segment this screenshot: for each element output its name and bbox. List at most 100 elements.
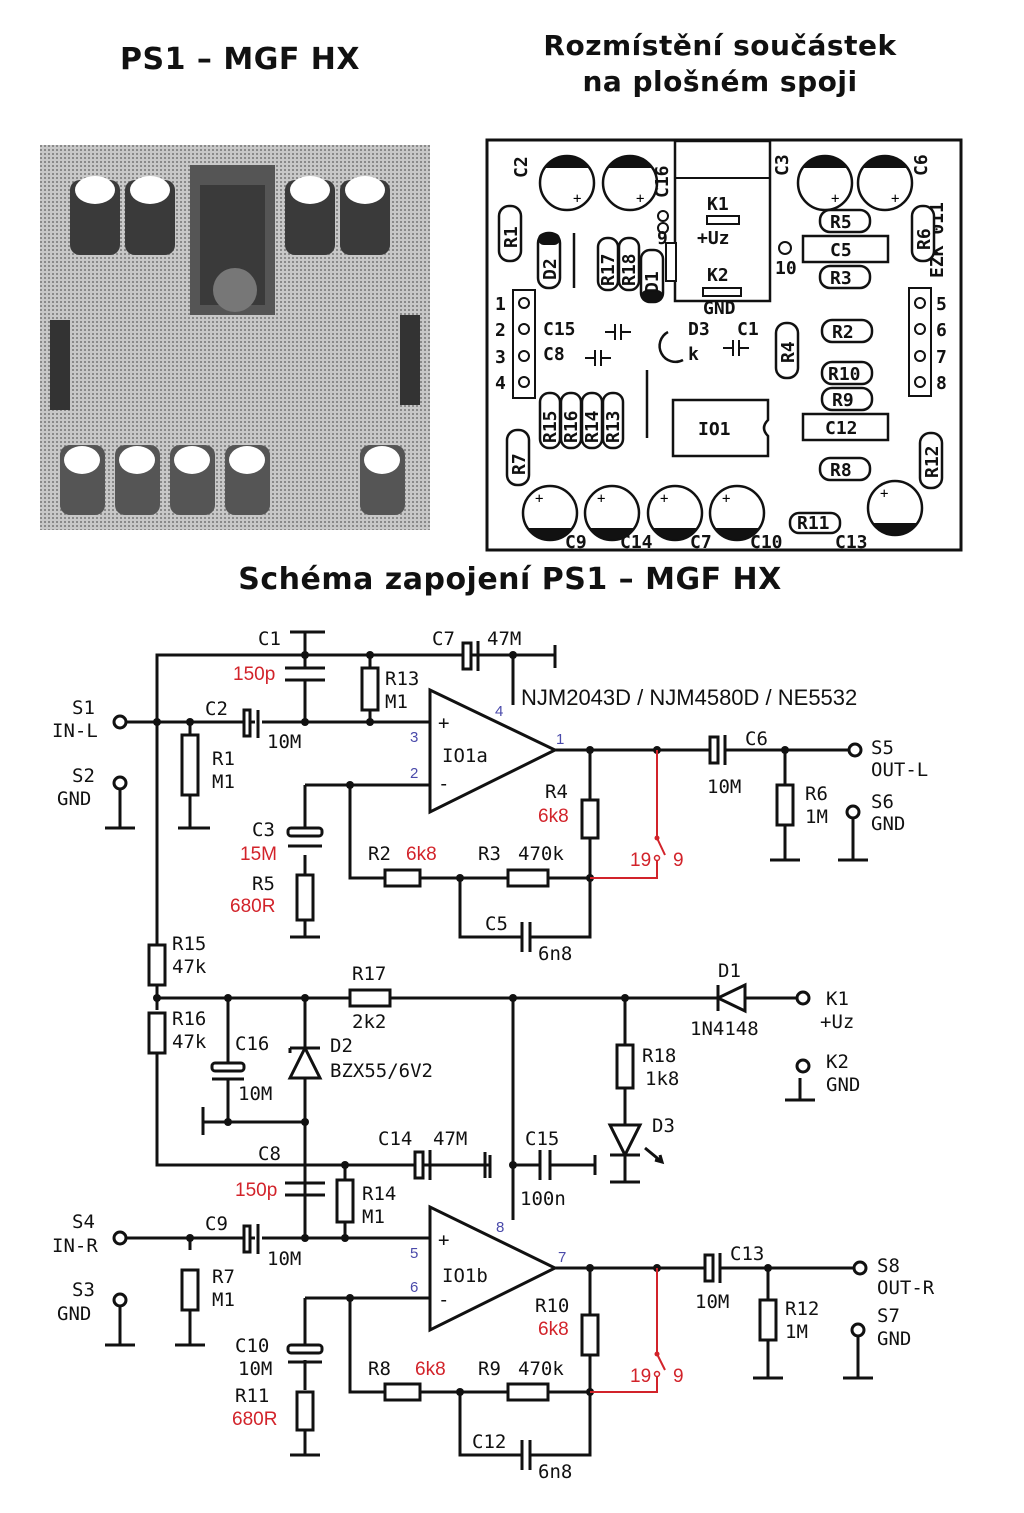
s2-sublabel: GND [57, 788, 91, 810]
pcb-ic [671, 398, 770, 458]
pcb-r10 [820, 360, 874, 386]
r12-label: R12 [785, 1298, 819, 1320]
pcb-label-ic: IO1 [698, 419, 731, 440]
r12-value: 1M [785, 1321, 808, 1343]
r10-value: 6k8 [538, 1319, 569, 1340]
pcb-cap-c9: + [521, 484, 579, 542]
s6-label: S6 [871, 791, 894, 813]
pcb-label-c1: C1 [737, 319, 759, 340]
r8-label: R8 [368, 1358, 391, 1380]
d1-diode [714, 982, 747, 1014]
switch-bottom[interactable] [590, 1268, 666, 1393]
s1-label: S1 [72, 697, 95, 719]
pin-8: 8 [496, 1219, 504, 1236]
pcb-led-d3 [658, 330, 684, 364]
r2-resistor [383, 868, 422, 888]
svg-text:4: 4 [495, 373, 506, 394]
pcb-c12 [801, 412, 890, 442]
c16-value: 10M [238, 1083, 272, 1105]
r2-label: R2 [368, 843, 391, 865]
switch-bottom-pos-a: 19 [630, 1366, 651, 1387]
d2-zener [287, 1044, 323, 1080]
svg-text:+: + [891, 191, 899, 207]
s4-sublabel: IN-R [52, 1235, 98, 1257]
pcb-r4 [774, 321, 800, 380]
r14-label: R14 [362, 1183, 396, 1205]
c1-capacitor [285, 630, 325, 682]
pcb-label-r1: R1 [501, 226, 522, 248]
c14-label: C14 [378, 1128, 412, 1150]
pcb-cap-c2: + [538, 154, 596, 212]
svg-text:7: 7 [936, 347, 947, 368]
svg-text:3: 3 [495, 347, 506, 368]
s7-terminal [850, 1322, 866, 1338]
svg-text:+: + [597, 491, 605, 507]
opamp-io1b [428, 1204, 559, 1333]
pcb-k2-sub: GND [703, 298, 736, 319]
pcb-k1-sub: +Uz [697, 228, 730, 249]
pcb-label-r9: R9 [832, 390, 854, 411]
c15-label: C15 [525, 1128, 559, 1150]
pcb-r9 [820, 386, 874, 412]
pcb-label-r5: R5 [830, 212, 852, 233]
r9-value: 470k [518, 1358, 564, 1380]
svg-text:+: + [535, 491, 543, 507]
r6-resistor [775, 783, 795, 827]
io1a-label: IO1a [442, 745, 488, 767]
s1-terminal [112, 714, 128, 730]
pcb-r18 [617, 236, 641, 292]
pcb-r8 [818, 456, 872, 482]
k1-label: K1 [826, 988, 849, 1010]
svg-text:+: + [438, 1229, 449, 1251]
k2-sublabel: GND [826, 1074, 860, 1096]
pcb-connector-right [908, 287, 932, 397]
pcb-label-r10: R10 [828, 364, 861, 385]
r16-resistor [147, 1011, 167, 1055]
layout-title: Rozmístění součástek na plošném spoji [520, 28, 920, 100]
r10-label: R10 [535, 1295, 569, 1317]
c5-capacitor [520, 922, 532, 952]
k2-label: K2 [826, 1051, 849, 1073]
s5-terminal [847, 742, 863, 758]
pcb-label-c7: C7 [690, 532, 712, 553]
pcb-label-c10: C10 [750, 532, 783, 553]
photo-title: PS1 – MGF HX [119, 42, 360, 77]
pcb-label-r12: R12 [922, 445, 943, 478]
c10-label: C10 [235, 1335, 269, 1357]
svg-text:+: + [636, 191, 644, 207]
pcb-label-c2: C2 [511, 156, 532, 178]
pcb-label-c15: C15 [543, 319, 576, 340]
svg-text:8: 8 [936, 373, 947, 394]
svg-text:2: 2 [495, 320, 506, 341]
pcb-r6 [910, 204, 936, 263]
r9-resistor [506, 1382, 550, 1402]
c2-capacitor [242, 708, 260, 738]
pcb-label-r6: R6 [914, 228, 935, 250]
pcb-label-r3: R3 [830, 268, 852, 289]
pcb-r1 [497, 204, 523, 263]
r14-value: M1 [362, 1206, 385, 1228]
pcb-pad-9: 9 [657, 228, 668, 249]
pcb-connector-left-pins: 12 34 [495, 294, 530, 394]
io1b-label: IO1b [442, 1265, 488, 1287]
c13-label: C13 [730, 1243, 764, 1265]
r16-label: R16 [172, 1008, 206, 1030]
c7-value: 47M [487, 628, 521, 650]
switch-top[interactable] [590, 750, 666, 879]
r18-value: 1k8 [645, 1068, 679, 1090]
s7-label: S7 [877, 1305, 900, 1327]
c8-value: 150p [235, 1180, 277, 1201]
pin-4: 4 [495, 703, 503, 720]
pin-7: 7 [558, 1249, 566, 1266]
layout-title-line1: Rozmístění součástek [543, 29, 897, 62]
pcb-cap-c7: + [646, 484, 704, 542]
svg-text:+: + [660, 491, 668, 507]
svg-text:R16: R16 [561, 410, 582, 443]
pcb-label-c13: C13 [835, 532, 868, 553]
c13-value: 10M [695, 1291, 729, 1313]
pcb-label-d3: D3 [688, 319, 710, 340]
d3-label: D3 [652, 1115, 675, 1137]
c9-label: C9 [205, 1213, 228, 1235]
r12-resistor [758, 1298, 778, 1342]
svg-text:+: + [438, 712, 449, 734]
